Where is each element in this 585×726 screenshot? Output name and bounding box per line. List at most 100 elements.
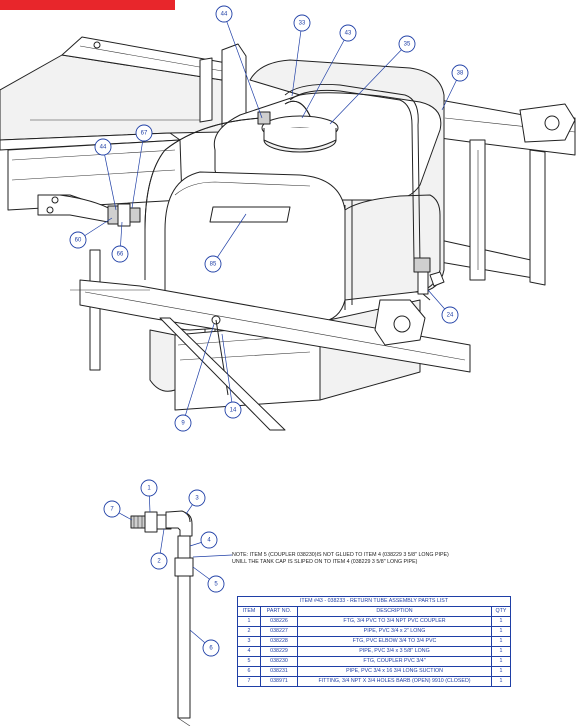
note-line-2: UNILL THE TANK CAP IS SLIPED ON TO ITEM … bbox=[232, 559, 418, 565]
top-balloon-label-8: 66 bbox=[117, 251, 124, 257]
drain-valve bbox=[413, 257, 445, 301]
note-leader bbox=[192, 554, 233, 558]
top-balloon-10: 24 bbox=[441, 306, 459, 324]
top-balloon-circle-5 bbox=[135, 124, 153, 142]
top-balloon-label-7: 60 bbox=[75, 237, 82, 243]
top-balloon-label-4: 38 bbox=[457, 70, 464, 76]
top-balloon-4: 38 bbox=[451, 64, 469, 82]
top-balloon-label-6: 44 bbox=[100, 144, 107, 150]
front-crossbar bbox=[70, 279, 471, 431]
top-balloon-label-2: 43 bbox=[345, 30, 352, 36]
cell-qty: 1 bbox=[491, 656, 511, 667]
bottom-balloon-circle-6 bbox=[202, 639, 220, 657]
top-leader-0 bbox=[223, 13, 263, 119]
bottom-balloon-2: 7 bbox=[103, 500, 121, 518]
top-balloon-label-10: 24 bbox=[447, 312, 454, 318]
cell-qty: 1 bbox=[491, 626, 511, 637]
top-balloon-7: 60 bbox=[69, 231, 87, 249]
red-corner-tab bbox=[0, 0, 175, 10]
cell-description: FTG, COUPLER PVC 3/4" bbox=[297, 656, 492, 667]
bottom-balloon-circle-0 bbox=[140, 479, 158, 497]
top-balloon-label-3: 35 bbox=[404, 41, 411, 47]
cell-description: PIPE, PVC 3/4 x 16 3/4 LONG SUCTION bbox=[297, 666, 492, 677]
return-tube-assembly bbox=[130, 510, 194, 726]
cell-item: 5 bbox=[237, 656, 261, 667]
top-balloon-3: 35 bbox=[398, 35, 416, 53]
top-balloon-6: 44 bbox=[94, 138, 112, 156]
cell-qty: 1 bbox=[491, 646, 511, 657]
bottom-balloon-circle-5 bbox=[207, 575, 225, 593]
table-title: ITEM #43 - 038233 - RETURN TUBE ASSEMBLY… bbox=[237, 596, 511, 607]
top-balloon-label-12: 14 bbox=[230, 407, 237, 413]
top-balloon-circle-9 bbox=[204, 255, 222, 273]
cell-description: FITTING, 3/4 NPT X 3/4 HOLES BARB (OPEN)… bbox=[297, 676, 492, 687]
side-fittings bbox=[37, 194, 141, 227]
top-balloon-8: 66 bbox=[111, 245, 129, 263]
cell-description: PIPE, PVC 3/4 x 2" LONG bbox=[297, 626, 492, 637]
top-leader-5 bbox=[131, 132, 145, 209]
water-tank bbox=[149, 59, 445, 411]
cell-item: 7 bbox=[237, 676, 261, 687]
header-item: ITEM bbox=[237, 606, 261, 617]
top-balloon-1: 33 bbox=[293, 14, 311, 32]
top-balloon-5: 67 bbox=[135, 124, 153, 142]
bottom-balloon-label-2: 7 bbox=[110, 506, 114, 512]
top-balloon-2: 43 bbox=[339, 24, 357, 42]
bottom-callouts: 1 3 7 4 2 5 6 bbox=[103, 479, 225, 657]
cell-item: 2 bbox=[237, 626, 261, 637]
top-balloon-circle-7 bbox=[69, 231, 87, 249]
table-title-row: ITEM #43 - 038233 - RETURN TUBE ASSEMBLY… bbox=[237, 596, 511, 607]
top-leader-3 bbox=[329, 43, 408, 125]
cell-item: 1 bbox=[237, 616, 261, 627]
top-balloon-circle-2 bbox=[339, 24, 357, 42]
cell-qty: 1 bbox=[491, 616, 511, 627]
bottom-balloon-label-5: 5 bbox=[214, 581, 218, 587]
top-leader-9 bbox=[212, 213, 247, 265]
cell-part-no: 038227 bbox=[260, 626, 298, 637]
bottom-balloon-circle-1 bbox=[188, 489, 206, 507]
bottom-balloon-circle-2 bbox=[103, 500, 121, 518]
top-balloon-9: 85 bbox=[204, 255, 222, 273]
bottom-balloon-label-6: 6 bbox=[209, 645, 213, 651]
bottom-balloon-label-0: 1 bbox=[147, 485, 151, 491]
top-balloon-circle-3 bbox=[398, 35, 416, 53]
top-balloon-label-9: 85 bbox=[210, 261, 217, 267]
bottom-balloon-label-4: 2 bbox=[157, 558, 161, 564]
cell-item: 3 bbox=[237, 636, 261, 647]
top-balloon-circle-11 bbox=[174, 414, 192, 432]
bottom-balloon-3: 4 bbox=[200, 531, 218, 549]
bottom-balloon-6: 6 bbox=[202, 639, 220, 657]
cell-qty: 1 bbox=[491, 676, 511, 687]
right-frame bbox=[439, 99, 576, 286]
top-balloon-label-11: 9 bbox=[181, 420, 185, 426]
bottom-balloon-0: 1 bbox=[140, 479, 158, 497]
top-balloon-circle-4 bbox=[451, 64, 469, 82]
top-leader-2 bbox=[301, 32, 349, 119]
top-balloon-11: 9 bbox=[174, 414, 192, 432]
top-leader-11 bbox=[182, 323, 215, 424]
bottom-balloon-label-3: 4 bbox=[207, 537, 211, 543]
bottom-balloon-1: 3 bbox=[188, 489, 206, 507]
cell-description: FTG, 3/4 PVC TO 3/4 NPT PVC COUPLER bbox=[297, 616, 492, 627]
cell-part-no: 038228 bbox=[260, 636, 298, 647]
cell-part-no: 038231 bbox=[260, 666, 298, 677]
top-balloon-label-5: 67 bbox=[141, 130, 148, 136]
top-leader-1 bbox=[291, 22, 303, 97]
cell-part-no: 038229 bbox=[260, 646, 298, 657]
top-balloon-0: 44 bbox=[215, 5, 233, 23]
cell-part-no: 038226 bbox=[260, 616, 298, 627]
bottom-balloon-circle-4 bbox=[150, 552, 168, 570]
parts-list-table: ITEM #43 - 038233 - RETURN TUBE ASSEMBLY… bbox=[237, 596, 511, 687]
top-callouts: 44 33 43 35 38 67 44 60 66 85 24 9 14 bbox=[69, 5, 469, 432]
top-balloon-12: 14 bbox=[224, 401, 242, 419]
header-qty: QTY bbox=[491, 606, 511, 617]
header-part-no: PART NO. bbox=[260, 606, 298, 617]
top-balloon-circle-8 bbox=[111, 245, 129, 263]
note-line-1: NOTE: ITEM 5 (COUPLER 038230)IS NOT GLUE… bbox=[232, 552, 449, 558]
